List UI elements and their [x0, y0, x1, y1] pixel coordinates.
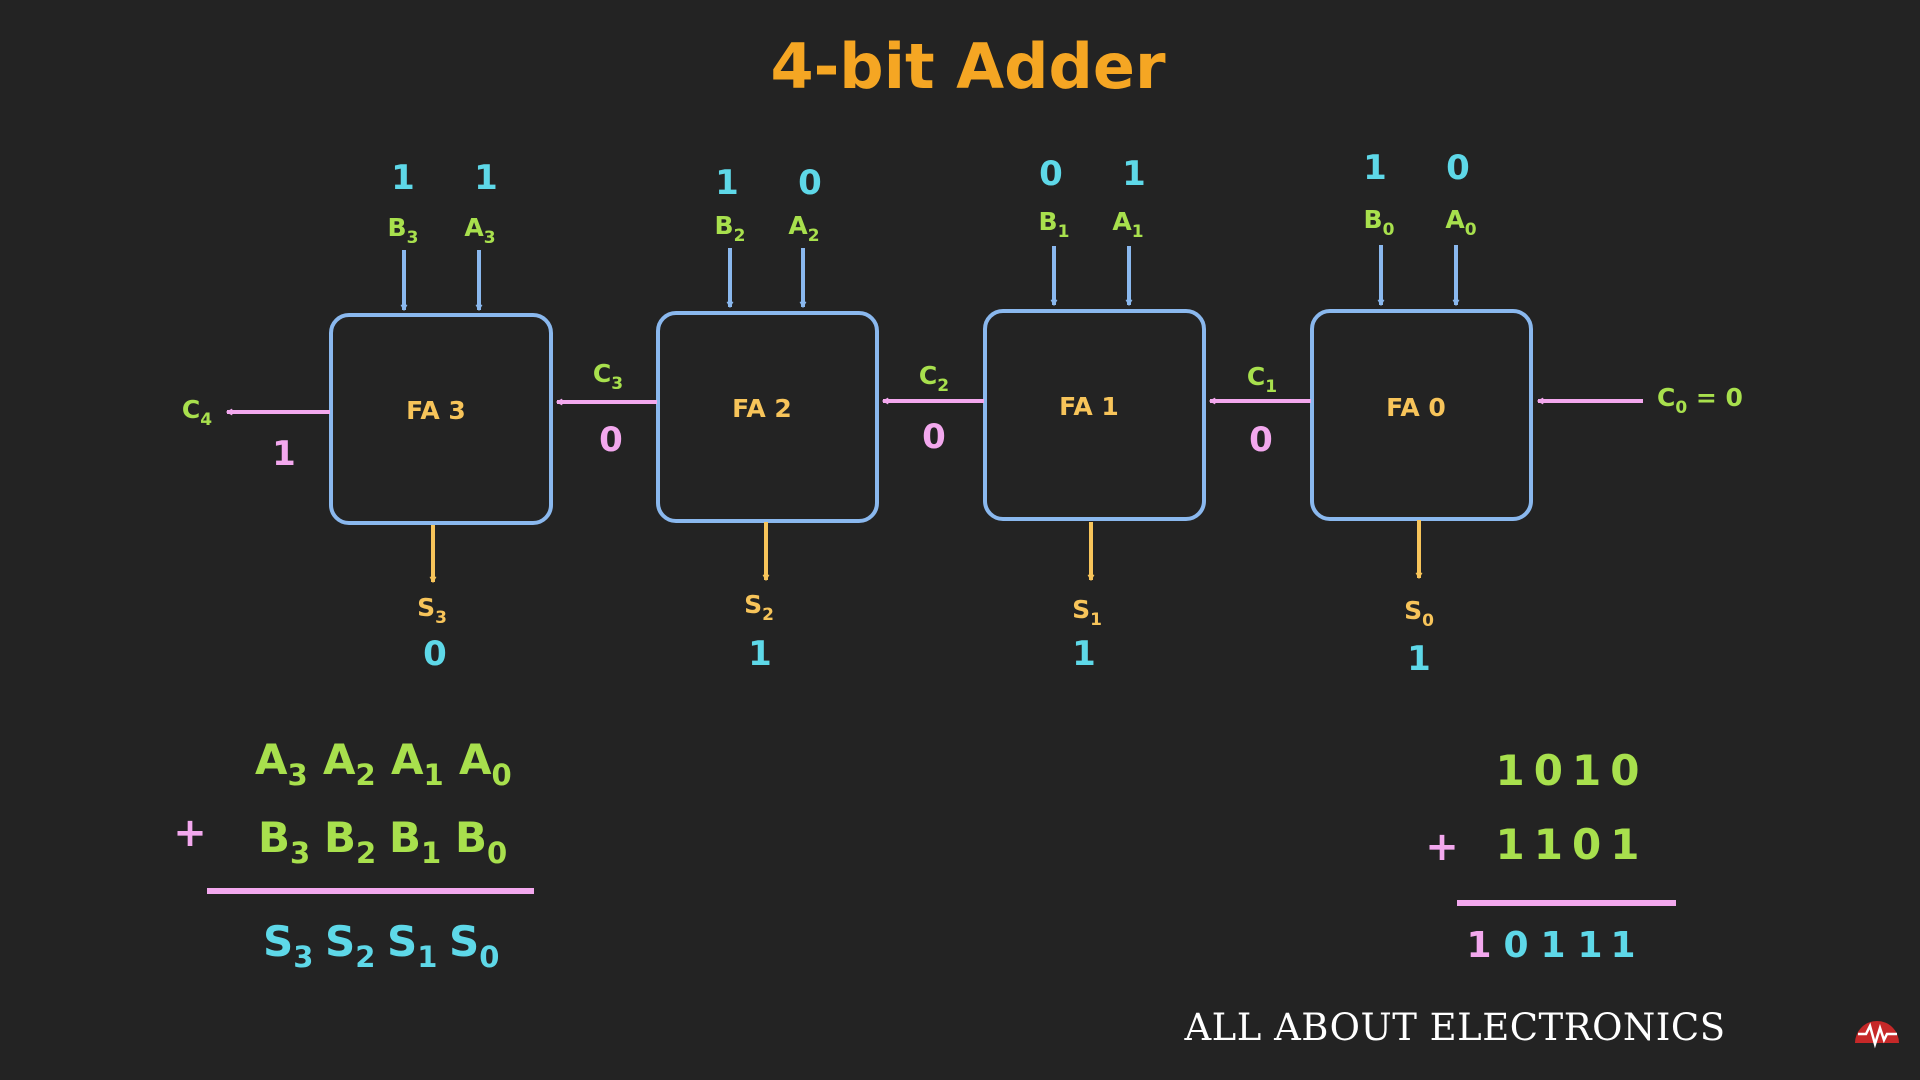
- numeric-result-digit: 0: [1503, 925, 1528, 966]
- page-title: 4-bit Adder: [770, 30, 1166, 103]
- b1-label: B1: [1039, 207, 1070, 242]
- c0-label: C0 = 0: [1657, 383, 1743, 418]
- carry-chain: C0 = 0 C1 0 C2 0 C3 0 C4 1: [182, 359, 1743, 474]
- c1-label: C1: [1247, 362, 1277, 397]
- numeric-plus-sign: +: [1425, 824, 1459, 870]
- s1-value: 1: [1072, 634, 1096, 674]
- fa1-block: [983, 309, 1206, 521]
- c4-value: 1: [272, 434, 296, 474]
- s3-label: S3: [417, 593, 447, 628]
- fa3-block: [329, 313, 553, 525]
- b3-label: B3: [388, 213, 419, 248]
- s1-label: S1: [1072, 595, 1102, 630]
- a3-label: A3: [464, 213, 495, 248]
- numeric-carry-digit: 1: [1466, 925, 1491, 966]
- row-a-symbols: A3 A2 A1 A0: [255, 735, 512, 795]
- numeric-result-digit: 1: [1610, 925, 1635, 966]
- c2-label: C2: [919, 361, 949, 396]
- s0-value: 1: [1407, 639, 1431, 679]
- fa3-label: FA 3: [406, 396, 466, 425]
- s0-label: S0: [1404, 596, 1434, 631]
- fa1-label: FA 1: [1059, 392, 1119, 421]
- b2-value: 1: [715, 163, 739, 203]
- fa2-block: [656, 311, 879, 523]
- fa0-block: [1310, 309, 1533, 521]
- watermark: ALL ABOUT ELECTRONICS: [1183, 1006, 1725, 1049]
- full-adder-2: 1 0 B2 A2 FA 2 S2 1: [656, 163, 879, 674]
- c2-value: 0: [922, 417, 946, 457]
- symbolic-plus-sign: +: [173, 810, 207, 856]
- numeric-result-digit: 1: [1540, 925, 1565, 966]
- b1-value: 0: [1039, 154, 1063, 194]
- sine-wave-logo-icon: [1855, 1021, 1899, 1049]
- b3-value: 1: [391, 158, 415, 198]
- a2-value: 0: [798, 163, 822, 203]
- a3-value: 1: [474, 158, 498, 198]
- fa0-label: FA 0: [1386, 393, 1446, 422]
- numeric-result-digit: 1: [1577, 925, 1602, 966]
- s2-value: 1: [748, 634, 772, 674]
- b2-label: B2: [715, 211, 746, 246]
- s3-value: 0: [423, 634, 447, 674]
- a0-label: A0: [1445, 205, 1476, 240]
- a2-label: A2: [788, 211, 819, 246]
- symbolic-addition: A3 A2 A1 A0 + B3 B2 B1 B0 S3 S2 S1 S0: [173, 735, 534, 977]
- full-adder-0: 1 0 B0 A0 FA 0 S0 1: [1310, 148, 1533, 679]
- row-b-symbols: B3 B2 B1 B0: [258, 813, 507, 873]
- fa2-label: FA 2: [732, 394, 792, 423]
- c3-value: 0: [599, 420, 623, 460]
- c1-value: 0: [1249, 420, 1273, 460]
- full-adder-1: 0 1 B1 A1 FA 1 S1 1: [983, 154, 1206, 674]
- c3-label: C3: [593, 359, 623, 394]
- a1-value: 1: [1122, 154, 1146, 194]
- a0-value: 0: [1446, 148, 1470, 188]
- numeric-addition: 1010 + 1101 1 0 1 1 1: [1425, 746, 1676, 966]
- a1-label: A1: [1112, 207, 1143, 242]
- b0-value: 1: [1363, 148, 1387, 188]
- c4-label: C4: [182, 395, 212, 430]
- row-s-symbols: S3 S2 S1 S0: [263, 917, 499, 977]
- full-adder-3: 1 1 B3 A3 FA 3 S3 0: [329, 158, 553, 674]
- numeric-row-a: 1010: [1496, 746, 1649, 795]
- s2-label: S2: [744, 590, 774, 625]
- numeric-row-b: 1101: [1496, 820, 1649, 869]
- b0-label: B0: [1364, 205, 1395, 240]
